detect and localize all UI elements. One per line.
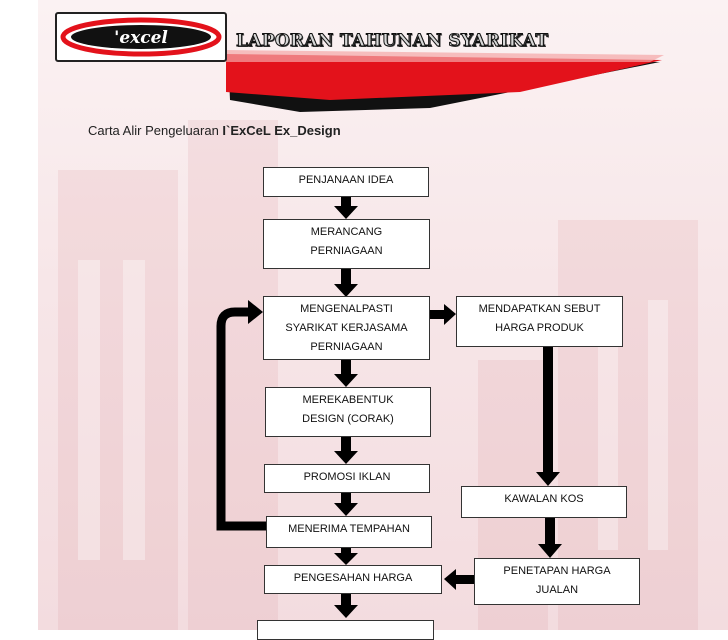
arrow-head (538, 544, 562, 558)
node-merekabentuk-design: MEREKABENTUK DESIGN (CORAK) (265, 387, 431, 437)
node-merancang-perniagaan: MERANCANG PERNIAGAAN (263, 219, 430, 269)
arrow-shaft (545, 518, 555, 544)
arrow-shaft (341, 196, 351, 206)
arrow-shaft (341, 547, 351, 553)
node-penetapan-harga-jualan: PENETAPAN HARGA JUALAN (474, 558, 640, 605)
logo-text: 'excel (114, 28, 168, 48)
arrow-head (334, 284, 358, 297)
arrow-shaft (341, 359, 351, 374)
node-pengesahan-harga: PENGESAHAN HARGA (264, 565, 442, 594)
arrow-shaft (430, 310, 444, 319)
company-logo: 'excel (55, 12, 227, 62)
arrow-shaft (543, 347, 553, 472)
node-next-partial (257, 620, 434, 640)
arrow-head (334, 451, 358, 464)
background-building (188, 120, 278, 630)
arrow-head (334, 503, 358, 516)
heading-prefix: Carta Alir Pengeluaran (88, 123, 223, 138)
page-heading: Carta Alir Pengeluaran I`ExCeL Ex_Design (88, 123, 341, 138)
feedback-loop-arrow-head (248, 300, 263, 324)
logo-emblem-icon: 'excel (60, 17, 222, 57)
arrow-head (444, 569, 456, 590)
node-promosi-iklan: PROMOSI IKLAN (264, 464, 430, 493)
arrow-head (536, 472, 560, 486)
node-kawalan-kos: KAWALAN KOS (461, 486, 627, 518)
arrow-head (334, 553, 358, 565)
background-building (58, 170, 178, 630)
background-window (648, 300, 668, 550)
background-window (78, 260, 100, 560)
arrow-head (334, 206, 358, 219)
node-mengenalpasti-syarikat: MENGENALPASTI SYARIKAT KERJASAMA PERNIAG… (263, 296, 430, 360)
arrow-head (334, 374, 358, 387)
node-mendapatkan-sebut-harga: MENDAPATKAN SEBUT HARGA PRODUK (456, 296, 623, 347)
heading-company: I`ExCeL Ex_Design (222, 123, 341, 138)
arrow-shaft (456, 575, 474, 584)
background-window (123, 260, 145, 560)
arrow-head (334, 605, 358, 618)
feedback-loop-arrow (216, 307, 266, 531)
node-penjanaan-idea: PENJANAAN IDEA (263, 167, 429, 197)
arrow-head (444, 304, 456, 325)
report-title: LAPORAN TAHUNAN SYARIKAT (235, 31, 549, 52)
arrow-shaft (341, 268, 351, 284)
arrow-shaft (341, 437, 351, 451)
arrow-shaft (341, 593, 351, 605)
node-menerima-tempahan: MENERIMA TEMPAHAN (266, 516, 432, 548)
arrow-shaft (341, 492, 351, 503)
